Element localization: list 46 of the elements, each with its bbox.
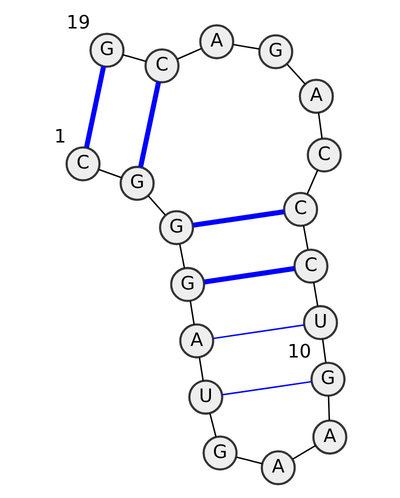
connector [190, 300, 195, 325]
node-circle: C [293, 248, 328, 284]
connector [98, 168, 122, 178]
connector [198, 357, 204, 382]
node-circle: G [202, 435, 238, 470]
node-circle: U [303, 305, 338, 340]
connector [204, 266, 295, 284]
connector [148, 195, 166, 216]
connector [322, 338, 327, 363]
node-circle: C [283, 192, 318, 227]
connector [84, 66, 106, 148]
node-circle: A [298, 78, 334, 114]
node-circle: G [310, 362, 346, 397]
connector [236, 456, 262, 464]
connector [209, 413, 217, 438]
node-circle: A [260, 450, 296, 486]
connector [328, 396, 330, 420]
node-circle: C [306, 138, 342, 173]
connector [213, 324, 304, 340]
connector [233, 44, 260, 50]
node-label: 19 [66, 12, 90, 34]
connector [222, 381, 312, 396]
connector [192, 209, 284, 228]
connector [302, 226, 309, 250]
node-circle: A [199, 24, 234, 60]
node-label: 1 [54, 126, 66, 148]
node-circle: A [312, 420, 348, 455]
node-circle: C [144, 48, 180, 84]
node-circle: C [66, 146, 101, 182]
node-circle: G [120, 166, 155, 201]
node-circle: G [170, 266, 206, 302]
node-circle: U [188, 380, 224, 415]
connector [122, 54, 146, 62]
connector [286, 64, 306, 85]
node-label: 10 [288, 342, 312, 363]
node-circle: A [179, 323, 214, 358]
connector [292, 444, 316, 460]
node-circle: G [89, 32, 125, 68]
connector [313, 282, 318, 306]
node-circle: G [159, 210, 194, 246]
connector [318, 112, 323, 138]
connector [138, 82, 162, 168]
connector [179, 244, 186, 268]
connector [306, 170, 318, 194]
connector [177, 48, 202, 60]
node-circle: G [258, 34, 294, 70]
